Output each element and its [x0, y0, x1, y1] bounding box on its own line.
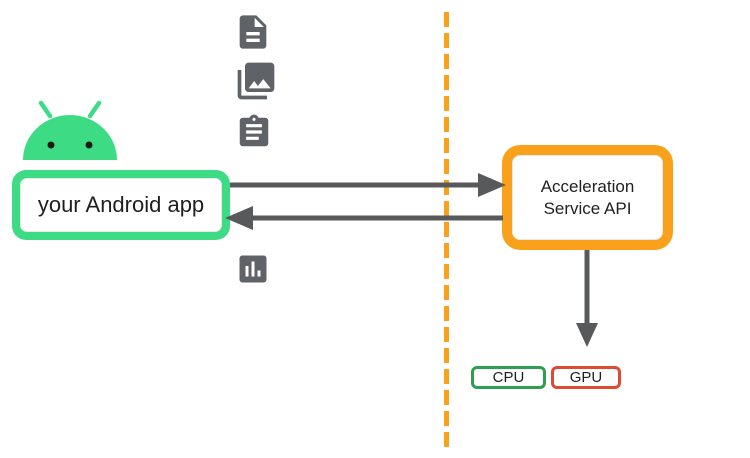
document-icon — [239, 15, 267, 49]
node-acceleration-service: Acceleration Service API — [502, 145, 673, 250]
node-android-app: your Android app — [12, 170, 230, 240]
android-app-box: your Android app — [20, 178, 222, 232]
android-app-label: your Android app — [37, 192, 205, 217]
clipboard-icon — [239, 114, 269, 147]
arrow-service-to-hardware — [576, 250, 598, 347]
node-gpu: GPU — [551, 366, 621, 389]
acceleration-service-box: Acceleration Service API — [512, 155, 663, 240]
android-robot-icon — [23, 100, 117, 160]
gpu-label: GPU — [569, 369, 603, 386]
bar-chart-icon — [239, 255, 267, 283]
arrow-app-to-service — [230, 173, 506, 197]
acceleration-service-label-line1: Acceleration — [540, 176, 635, 196]
process-boundary-dashed-line — [444, 12, 449, 447]
arrow-service-to-app — [225, 206, 503, 230]
node-cpu: CPU — [471, 366, 546, 389]
acceleration-service-label-line2: Service API — [543, 198, 632, 218]
photo-library-icon — [237, 62, 275, 100]
cpu-label: CPU — [492, 369, 525, 386]
